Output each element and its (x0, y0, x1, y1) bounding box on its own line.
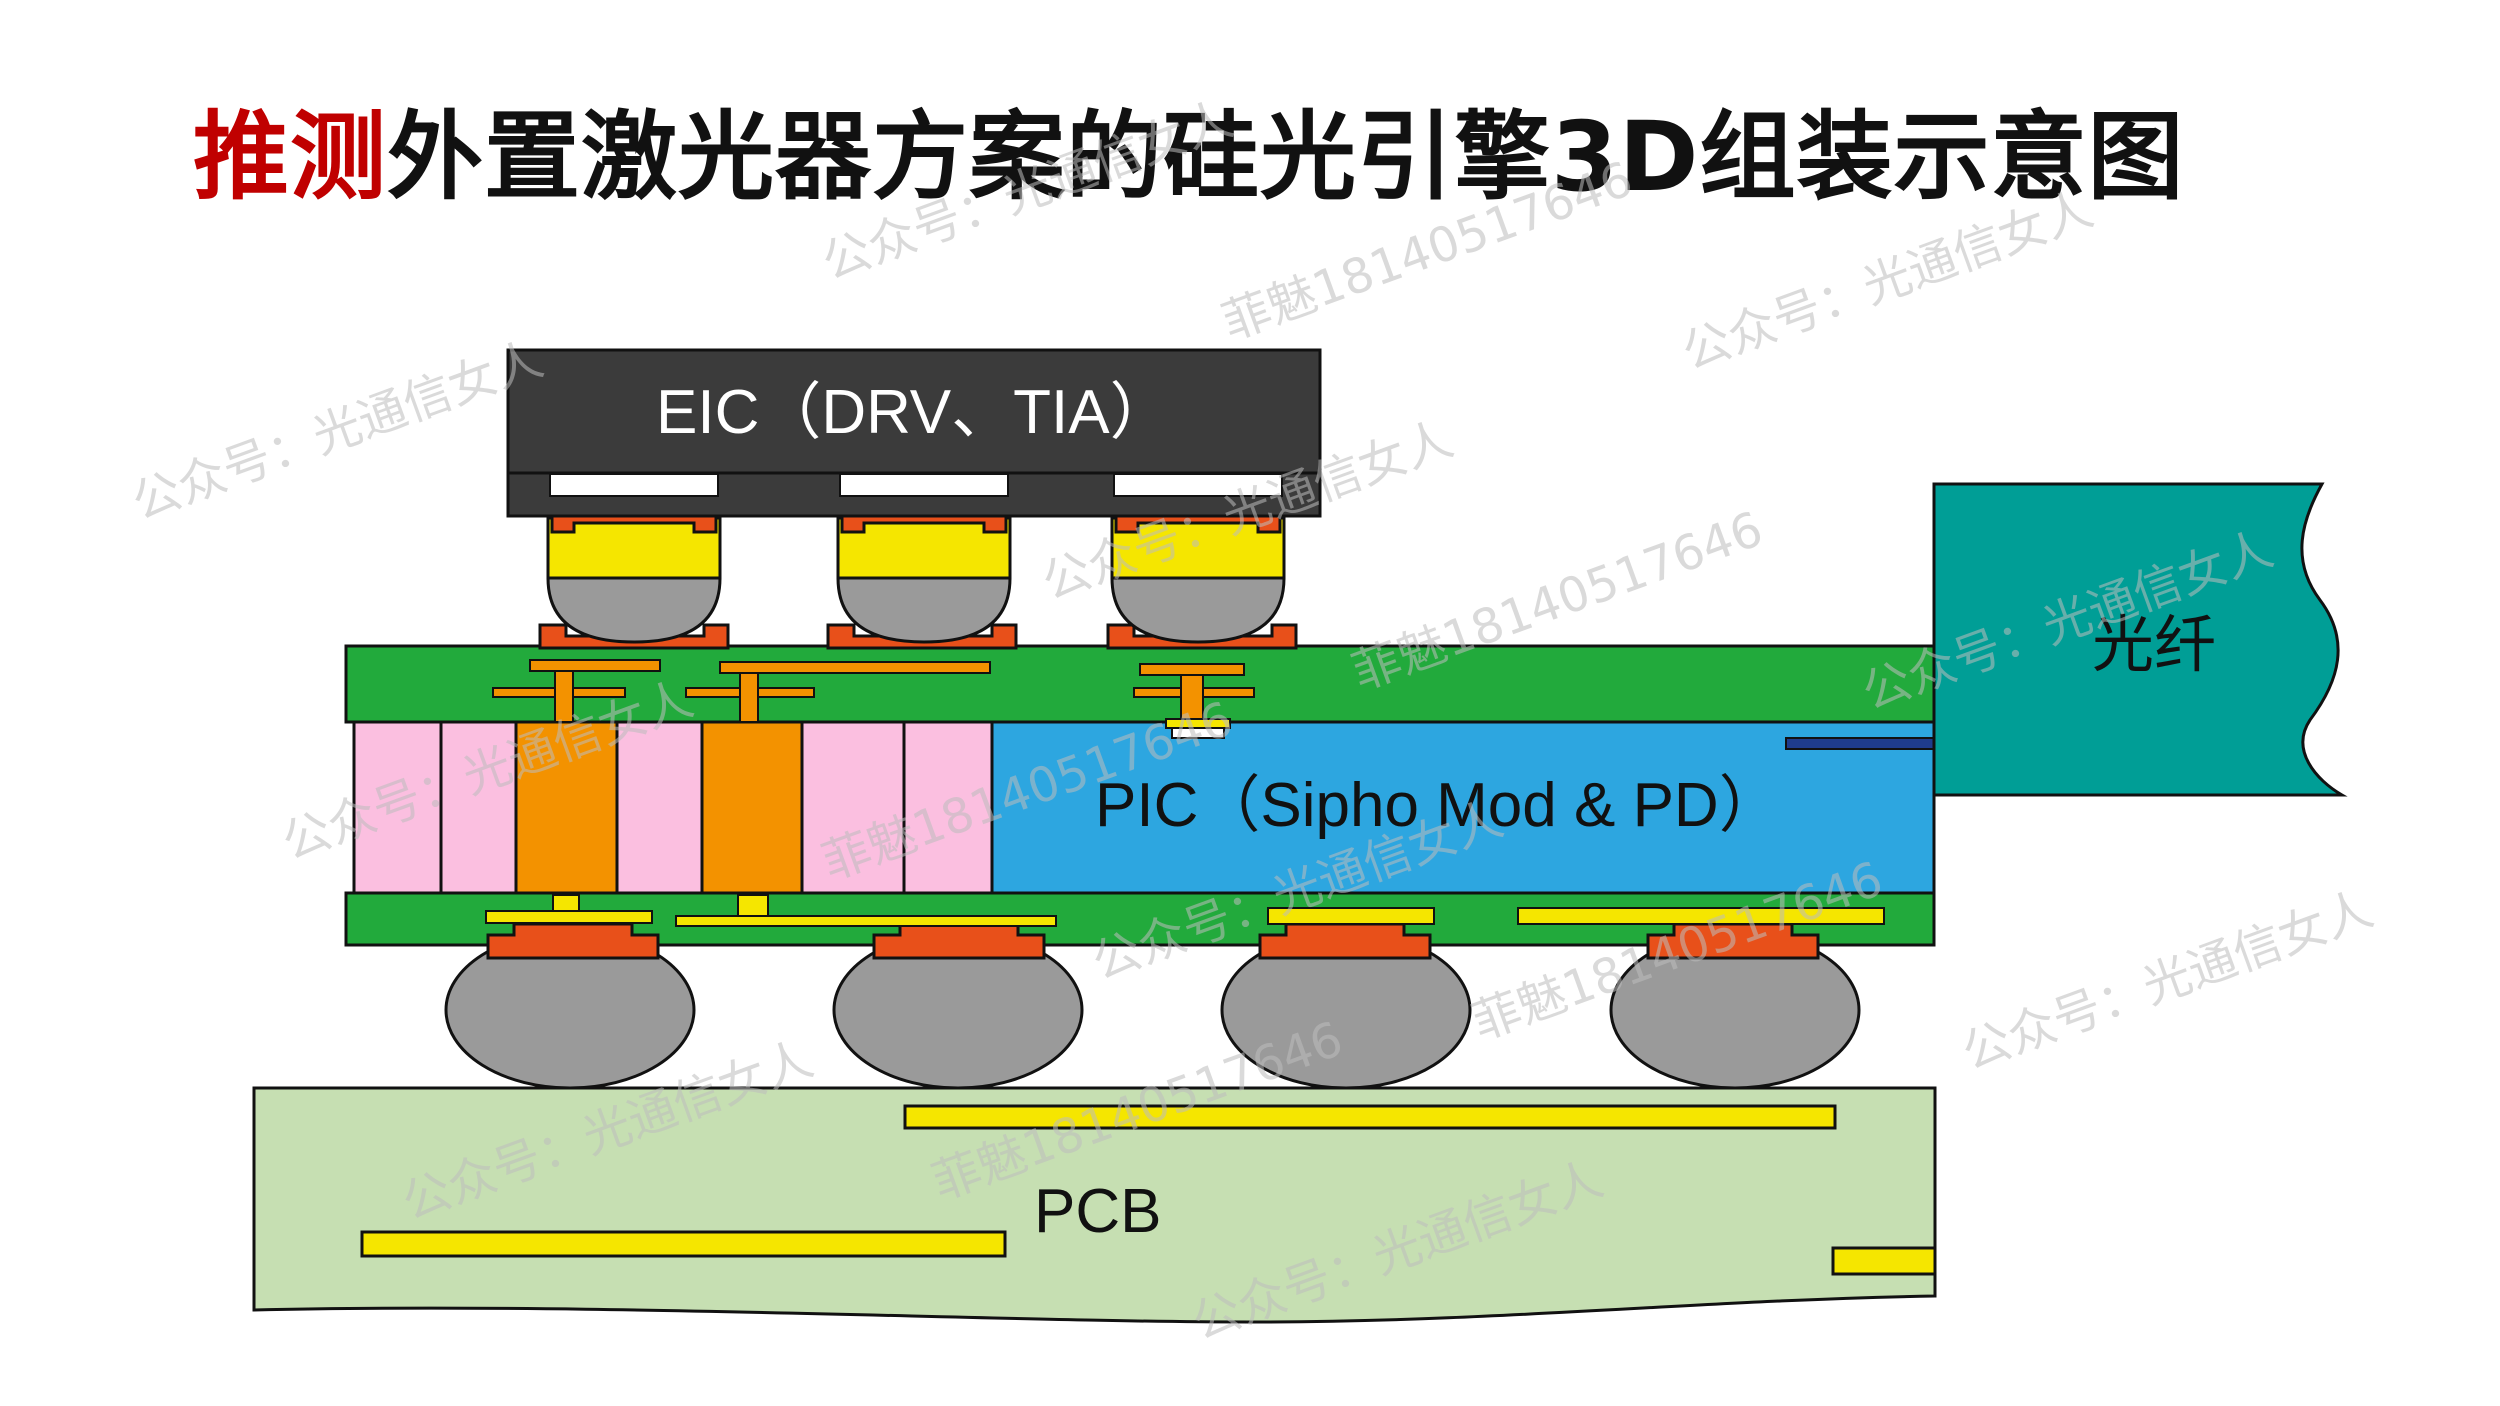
watermark-text: 公众号：光通信女人 (1955, 881, 2380, 1081)
pink-interposer (352, 720, 994, 895)
pcb-trace (360, 1230, 1007, 1258)
pcb-board (252, 1086, 1937, 1324)
pic-label: PIC（Sipho Mod & PD） (1095, 771, 1781, 840)
watermark-text: 公众号：光通信女人 (125, 331, 550, 531)
pd-contact (1171, 727, 1225, 739)
eic-chip: EIC（DRV、TIA） (506, 348, 1322, 518)
title-highlight: 推测 (193, 101, 387, 213)
pcb-trace (903, 1104, 1837, 1130)
watermark-text: 菲魅18140517646 (1215, 151, 1640, 351)
waveguide (1785, 737, 1935, 750)
bottom-substrate-traces (485, 894, 1885, 927)
through-via (700, 720, 804, 895)
micro-bumps (546, 516, 1286, 644)
via-stub (554, 670, 574, 723)
substrate-trace (719, 661, 991, 674)
top-substrate-traces (492, 659, 1255, 739)
bump-cap (546, 516, 722, 580)
through-via (514, 720, 619, 895)
substrate-trace (1267, 907, 1435, 925)
pcb-trace (1831, 1246, 1937, 1276)
substrate-trace (485, 910, 653, 924)
substrate-trace (1517, 907, 1885, 925)
watermark-text: 公众号：光通信女人 (815, 91, 1240, 291)
substrate-trace (529, 659, 661, 672)
eic-label: EIC（DRV、TIA） (656, 378, 1172, 447)
pic-chip (990, 720, 1936, 895)
eic-passivation-opening (1113, 473, 1283, 497)
substrate-trace (675, 915, 1057, 927)
via-stub (552, 894, 580, 912)
bottom-pads (486, 922, 1820, 960)
substrate-trace (1139, 663, 1245, 676)
optical-fiber: 光纤 (1932, 482, 2348, 797)
middle-layer: PIC（Sipho Mod & PD） (352, 720, 1936, 895)
fiber-label: 光纤 (2092, 608, 2216, 681)
page-title: 推测外置激光器方案的硅光引擎3D组装示意图 (193, 92, 2184, 222)
watermark-text: 公众号：光通信女人 (1675, 181, 2100, 381)
via-stub (739, 672, 759, 723)
pcb-label: PCB (1034, 1177, 1161, 1246)
title-text: 外置激光器方案的硅光引擎3D组装示意图 (387, 101, 2185, 213)
via-stub (737, 894, 769, 917)
bump-cap (836, 516, 1012, 580)
eic-passivation-opening (839, 473, 1009, 497)
eic-passivation-opening (549, 473, 719, 497)
